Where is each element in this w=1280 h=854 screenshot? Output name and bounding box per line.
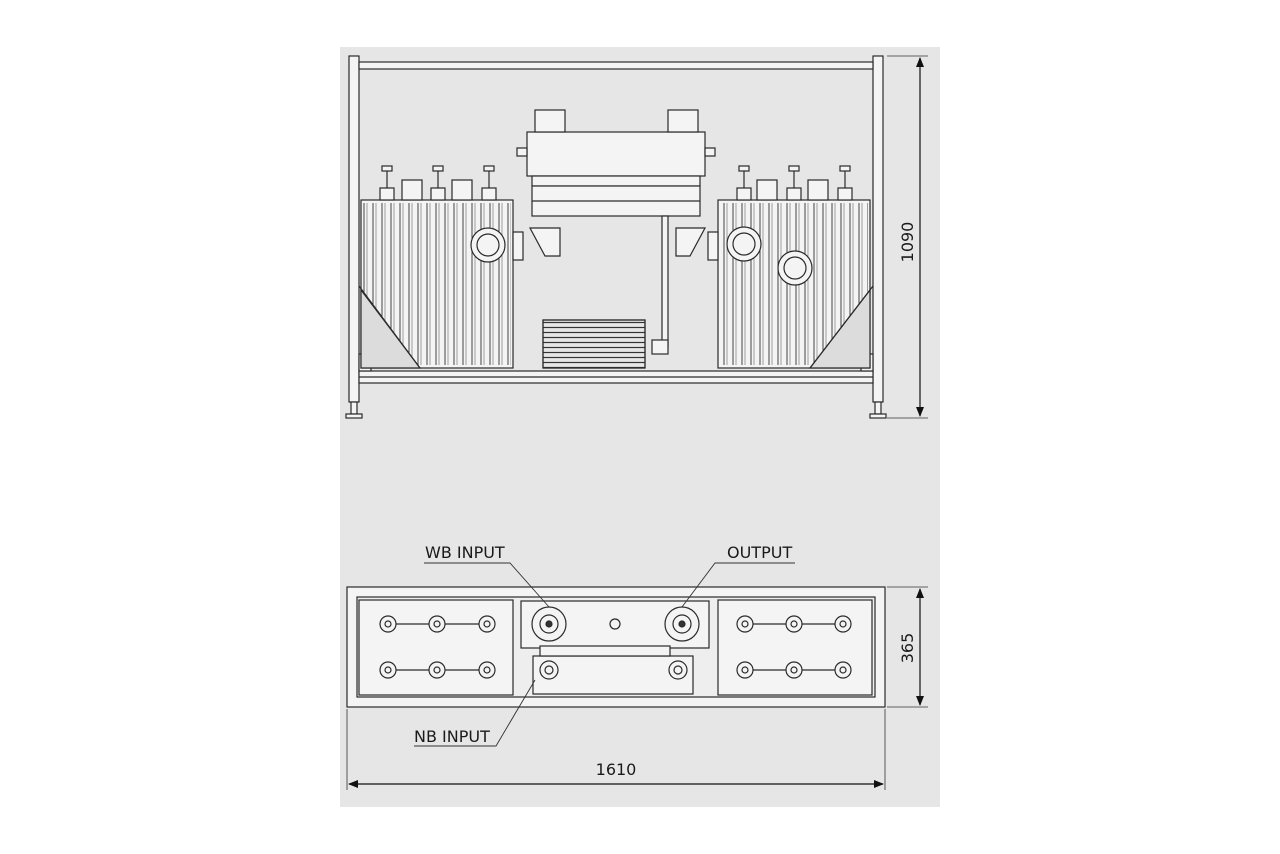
wb-input-label: WB INPUT [425,543,505,562]
left-resonator-tops [379,615,496,679]
right-cavity-filter [707,165,871,369]
frame-post-right [872,55,884,403]
dimension-depth [887,586,928,708]
width-dimension-label: 1610 [596,760,637,779]
front-view [345,55,887,419]
nb-input-label: NB INPUT [414,727,490,746]
left-tuning-rods [379,165,497,201]
right-resonator-tops [736,615,852,679]
depth-dimension-label: 365 [898,633,917,664]
leader-lines [414,562,795,747]
output-label: OUTPUT [727,543,792,562]
top-right-filter [717,599,873,696]
dimension-height [887,55,928,419]
top-combiner-lower [532,655,694,695]
frame-post-left [348,55,360,403]
top-left-filter [358,599,514,696]
top-view [346,586,886,708]
left-cavity-filter [360,165,524,369]
right-tuning-rods [736,165,853,201]
height-dimension-label: 1090 [898,222,917,263]
dimension-width [346,709,886,790]
center-combiner [516,109,716,369]
frame-top-rail [358,61,874,70]
